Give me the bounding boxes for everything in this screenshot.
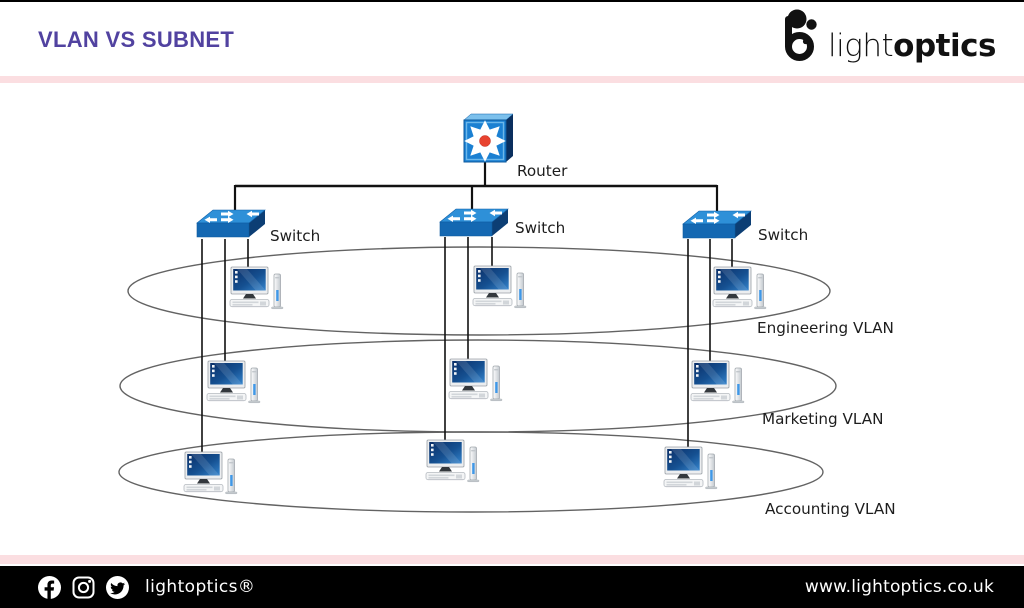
vlan-label-engineering: Engineering VLAN <box>757 319 894 337</box>
header-divider <box>0 76 1024 83</box>
footer-bar: lightoptics® www.lightoptics.co.uk <box>0 566 1024 608</box>
switch-icon-right <box>682 210 752 239</box>
workstation-icon <box>690 360 745 404</box>
workstation-icon <box>712 266 767 310</box>
vlan-label-accounting: Accounting VLAN <box>765 500 896 518</box>
vlan-ellipse-engineering <box>127 246 831 336</box>
switch-label-left: Switch <box>270 227 320 245</box>
logo-text-bold: optics <box>893 28 996 64</box>
workstation-icon <box>663 446 718 490</box>
logo-mark-icon <box>785 9 817 61</box>
workstation-icon <box>206 360 261 404</box>
connection-lines <box>201 160 733 452</box>
workstation-icon <box>448 358 503 402</box>
switch-icon-center <box>439 208 509 237</box>
page-title: VLAN VS SUBNET <box>38 27 235 52</box>
footer: lightoptics® www.lightoptics.co.uk <box>0 555 1024 608</box>
router-icon <box>463 113 514 163</box>
social-icons <box>37 575 130 600</box>
switch-icon-left <box>196 209 266 238</box>
workstation-icon <box>183 451 238 495</box>
footer-website: www.lightoptics.co.uk <box>804 577 994 597</box>
logo-text-light: light <box>828 28 894 64</box>
lightoptics-logo: lightoptics <box>778 6 996 68</box>
vlan-ellipse-accounting <box>118 431 824 513</box>
logo-text: lightoptics <box>828 31 996 68</box>
switch-label-right: Switch <box>758 226 808 244</box>
top-border-line <box>0 0 1024 2</box>
workstation-icon <box>472 265 527 309</box>
footer-pink-strip <box>0 555 1024 564</box>
switch-label-center: Switch <box>515 219 565 237</box>
instagram-icon[interactable] <box>71 575 96 600</box>
twitter-icon[interactable] <box>105 575 130 600</box>
workstation-icon <box>425 439 480 483</box>
facebook-icon[interactable] <box>37 575 62 600</box>
workstation-icon <box>229 266 284 310</box>
footer-brand: lightoptics® <box>145 577 256 597</box>
vlan-label-marketing: Marketing VLAN <box>762 410 883 428</box>
router-label: Router <box>517 162 568 180</box>
